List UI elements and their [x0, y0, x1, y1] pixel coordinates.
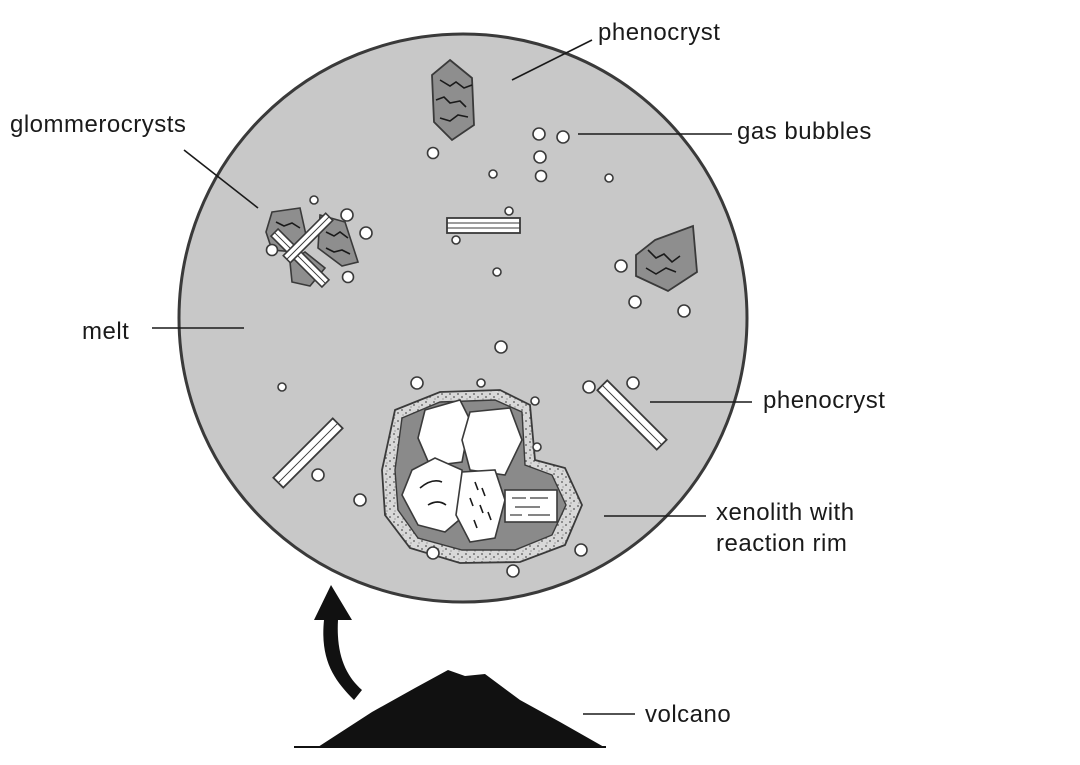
gas-bubble — [614, 259, 628, 273]
leader-phenocryst-top — [511, 39, 593, 81]
gas-bubble — [492, 267, 502, 277]
gas-bubble — [265, 243, 279, 257]
gas-bubble — [353, 493, 367, 507]
label-volcano: volcano — [645, 701, 731, 728]
gas-bubble — [532, 127, 546, 141]
ascent-arrow — [314, 585, 362, 700]
volcano-shape — [294, 670, 606, 748]
label-phenocryst-right: phenocryst — [763, 387, 885, 414]
gas-bubble — [426, 146, 440, 160]
glommerocryst-cluster — [265, 207, 360, 289]
label-glommerocrysts: glommerocrysts — [10, 111, 186, 138]
gas-bubble — [504, 206, 514, 216]
gas-bubbles-group — [265, 127, 691, 578]
label-phenocryst-top: phenocryst — [598, 19, 720, 46]
gas-bubble — [340, 208, 354, 222]
phenocryst-crystal-right — [635, 224, 698, 293]
gas-bubble — [533, 150, 547, 164]
leader-glommerocrysts — [183, 149, 259, 209]
gas-bubble — [488, 169, 498, 179]
gas-bubble — [626, 376, 640, 390]
gas-bubble — [628, 295, 642, 309]
phenocryst-crystal-top — [431, 58, 475, 142]
gas-bubble — [506, 564, 520, 578]
gas-bubble — [476, 378, 486, 388]
label-melt: melt — [82, 318, 129, 345]
gas-bubble — [530, 396, 540, 406]
gas-bubble — [309, 195, 319, 205]
label-xenolith-line2: reaction rim — [716, 530, 847, 557]
gas-bubble — [277, 382, 287, 392]
gas-bubble — [574, 543, 588, 557]
gas-bubble — [532, 442, 542, 452]
gas-bubble — [604, 173, 614, 183]
gas-bubble — [556, 130, 570, 144]
gas-bubble — [341, 270, 355, 284]
tabular-crystal-center — [446, 217, 521, 234]
xenolith — [381, 389, 583, 564]
gas-bubble — [451, 235, 461, 245]
label-gas-bubbles: gas bubbles — [737, 118, 872, 145]
gas-bubble — [311, 468, 325, 482]
gas-bubble — [494, 340, 508, 354]
label-xenolith-line1: xenolith with — [716, 499, 855, 526]
tabular-crystal-right — [596, 379, 668, 451]
gas-bubble — [410, 376, 424, 390]
gas-bubble — [359, 226, 373, 240]
gas-bubble — [582, 380, 596, 394]
gas-bubble — [677, 304, 691, 318]
gas-bubble — [426, 546, 440, 560]
tabular-crystal-left — [272, 417, 344, 489]
gas-bubble — [534, 169, 548, 183]
